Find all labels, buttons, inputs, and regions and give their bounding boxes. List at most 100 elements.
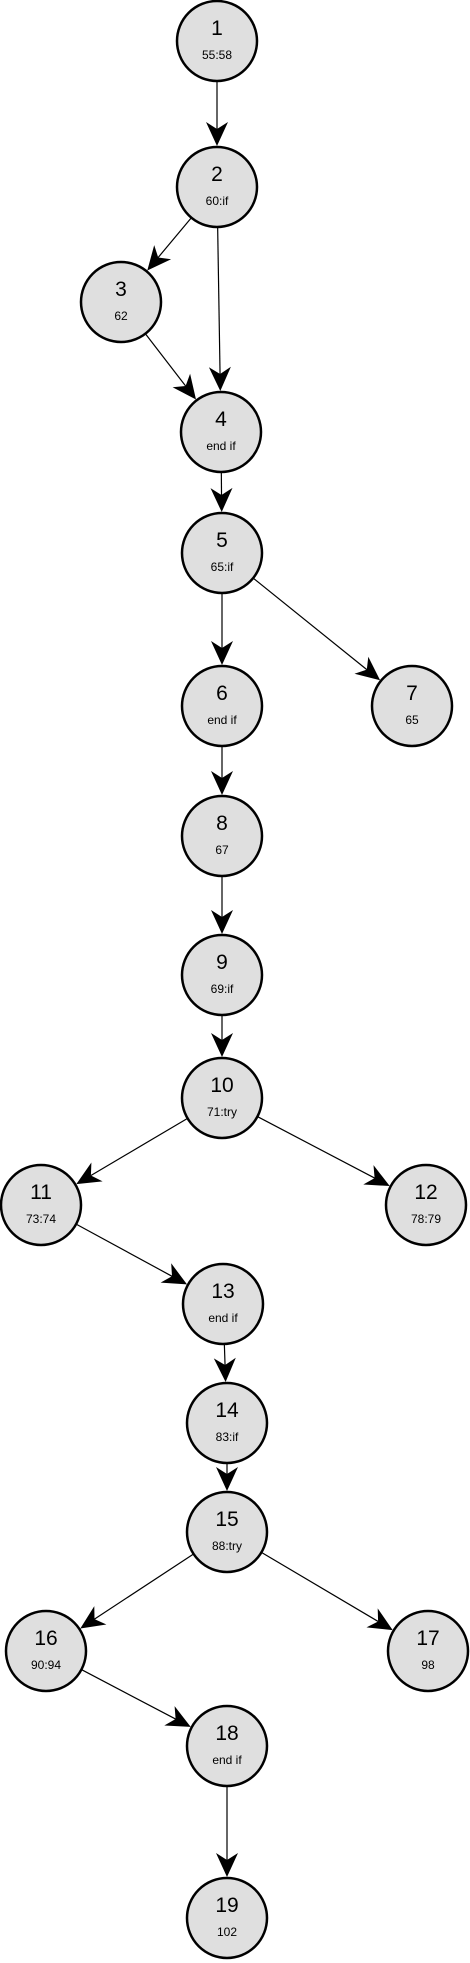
edge-layer	[75, 81, 393, 1877]
node-number: 14	[215, 1399, 239, 1422]
arrowhead-icon	[216, 1853, 238, 1877]
arrowhead-icon	[363, 1165, 390, 1186]
arrowhead-icon	[147, 245, 172, 271]
node-7[interactable]: 765	[370, 664, 454, 748]
node-5[interactable]: 5 65:if	[180, 511, 264, 595]
node-circle	[180, 511, 264, 595]
node-number: 6	[216, 682, 228, 705]
node-label: 78:79	[411, 1212, 441, 1226]
node-10[interactable]: 10 71:try	[180, 1056, 264, 1140]
arrowhead-icon	[206, 122, 228, 146]
edge-9-to-10	[211, 1015, 233, 1057]
arrowhead-icon	[211, 1033, 233, 1057]
edge-line	[217, 226, 221, 375]
edge-line	[157, 217, 192, 258]
node-circle	[175, 145, 259, 229]
node-number: 4	[215, 408, 227, 431]
node-circle	[175, 0, 259, 83]
node-circle	[370, 664, 454, 748]
node-number: 10	[210, 1074, 233, 1097]
node-label: 102	[217, 1925, 237, 1939]
edge-line	[81, 1669, 176, 1720]
node-3[interactable]: 362	[79, 260, 163, 344]
node-label: end if	[208, 1311, 238, 1325]
node-label: 73:74	[26, 1212, 56, 1226]
node-number: 11	[30, 1181, 52, 1204]
node-number: 19	[215, 1894, 238, 1917]
edge-3-to-4	[144, 333, 196, 400]
arrowhead-icon	[211, 641, 233, 665]
arrowhead-icon	[211, 771, 233, 795]
arrowhead-icon	[172, 373, 196, 400]
edge-6-to-8	[211, 746, 233, 795]
arrowhead-icon	[164, 1706, 191, 1727]
node-9[interactable]: 969:if	[180, 933, 264, 1017]
node-label: 71:try	[207, 1105, 237, 1119]
node-number: 8	[216, 812, 228, 835]
node-label: 98	[421, 1658, 435, 1672]
node-label: 55:58	[202, 48, 232, 62]
node-19[interactable]: 19 102	[185, 1876, 269, 1960]
node-label: 65:if	[211, 560, 234, 574]
edge-line	[223, 1343, 226, 1366]
edge-15-to-16	[80, 1553, 194, 1629]
node-label: 83:if	[216, 1430, 239, 1444]
node-number: 3	[115, 278, 127, 301]
node-circle	[181, 1262, 265, 1346]
edge-11-to-13	[75, 1223, 187, 1285]
node-label: end if	[212, 1753, 242, 1767]
node-2[interactable]: 260:if	[175, 145, 259, 229]
edge-5-to-6	[211, 593, 233, 665]
edge-line	[144, 333, 187, 387]
node-1[interactable]: 155:58	[175, 0, 259, 83]
edge-8-to-9	[211, 876, 233, 934]
node-number: 7	[406, 682, 418, 705]
edge-line	[252, 577, 368, 671]
node-4[interactable]: 4 end if	[179, 390, 263, 474]
node-circle	[179, 390, 263, 474]
node-label: 69:if	[211, 982, 234, 996]
node-circle	[180, 933, 264, 1017]
node-12[interactable]: 12 78:79	[384, 1163, 468, 1247]
node-label: end if	[206, 439, 236, 453]
edge-2-to-3	[147, 217, 192, 271]
edge-15-to-17	[261, 1551, 393, 1631]
edge-5-to-7	[252, 577, 381, 681]
node-number: 18	[215, 1722, 238, 1745]
edge-10-to-12	[257, 1116, 390, 1186]
node-number: 16	[34, 1627, 57, 1650]
arrowhead-icon	[216, 1467, 238, 1491]
node-circle	[0, 1163, 83, 1247]
node-number: 17	[416, 1627, 439, 1650]
node-label: end if	[207, 713, 237, 727]
node-circle	[4, 1609, 88, 1693]
node-11[interactable]: 11 73:74	[0, 1163, 83, 1247]
node-14[interactable]: 14 83:if	[185, 1381, 269, 1465]
arrowhead-icon	[80, 1606, 107, 1629]
node-number: 13	[211, 1280, 234, 1303]
node-6[interactable]: 6 end if	[180, 664, 264, 748]
node-number: 12	[414, 1181, 437, 1204]
node-number: 2	[211, 163, 223, 186]
arrowhead-icon	[76, 1162, 103, 1185]
edge-14-to-15	[216, 1463, 238, 1491]
node-circle	[180, 1056, 264, 1140]
node-circle	[185, 1490, 269, 1574]
node-13[interactable]: 13 end if	[181, 1262, 265, 1346]
edge-18-to-19	[216, 1786, 238, 1877]
node-label: 88:try	[212, 1539, 242, 1553]
node-circle	[185, 1704, 269, 1788]
node-circle	[384, 1163, 468, 1247]
node-8[interactable]: 867	[180, 794, 264, 878]
node-number: 5	[216, 529, 228, 552]
arrowhead-icon	[366, 1608, 393, 1631]
edge-1-to-2	[206, 81, 228, 146]
edge-line	[75, 1223, 173, 1277]
edge-13-to-14	[213, 1343, 236, 1382]
node-circle	[180, 664, 264, 748]
node-18[interactable]: 18 end if	[185, 1704, 269, 1788]
